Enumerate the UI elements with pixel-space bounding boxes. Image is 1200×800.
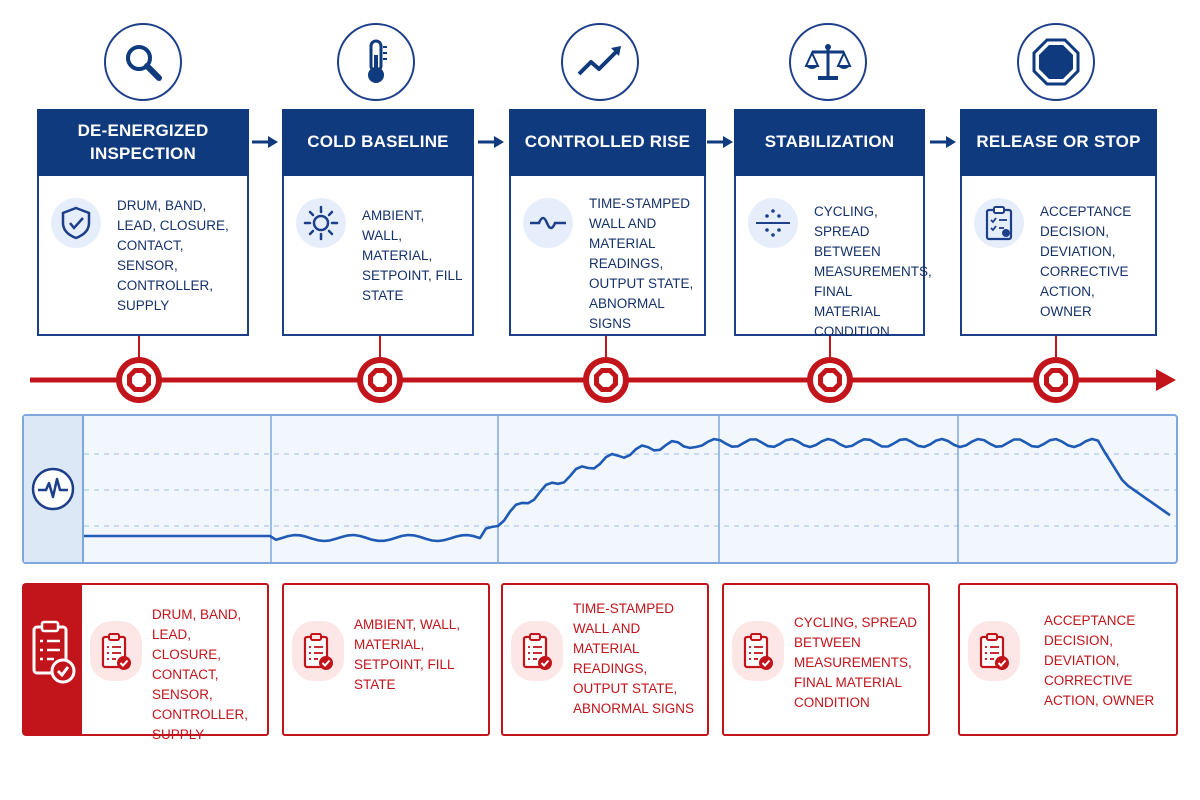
trace-panel <box>22 414 1178 564</box>
trend-up-icon <box>561 23 639 101</box>
clipboard-check-icon <box>292 621 344 681</box>
arrow-right-icon <box>478 136 504 148</box>
arrow-right-icon <box>1156 369 1176 391</box>
stage-title: STABILIZATION <box>734 109 925 176</box>
heartbeat-icon <box>31 467 75 511</box>
stage-card: TIME-STAMPED WALL AND MATERIAL READINGS,… <box>509 176 706 336</box>
waveform-icon <box>523 198 573 248</box>
stop-octagon-icon <box>357 357 403 403</box>
stage-title: CONTROLLED RISE <box>509 109 706 176</box>
stage-card: DRUM, BAND, LEAD, CLOSURE, CONTACT, SENS… <box>37 176 249 336</box>
stop-octagon-icon <box>1017 23 1095 101</box>
dotted-divider-icon <box>748 198 798 248</box>
stage-items: ACCEPTANCE DECISION, DEVIATION, CORRECTI… <box>1040 204 1132 319</box>
trace-plot <box>84 416 1176 562</box>
stage-title: DE-ENERGIZED INSPECTION <box>37 109 249 176</box>
stage-title: COLD BASELINE <box>282 109 474 176</box>
record-card: ACCEPTANCE DECISION, DEVIATION, CORRECTI… <box>958 583 1178 736</box>
stage-items: CYCLING, SPREAD BETWEEN MEASUREMENTS, FI… <box>814 204 932 339</box>
clipboard-check-icon <box>511 621 563 681</box>
record-card: DRUM, BAND, LEAD, CLOSURE, CONTACT, SENS… <box>82 583 269 742</box>
clipboard-check-icon <box>732 621 784 681</box>
stage-card: CYCLING, SPREAD BETWEEN MEASUREMENTS, FI… <box>734 176 932 339</box>
records-sidebar <box>22 583 82 736</box>
stop-octagon-icon <box>1033 357 1079 403</box>
arrow-right-icon <box>252 136 278 148</box>
arrow-right-icon <box>930 136 956 148</box>
stop-octagon-icon <box>583 357 629 403</box>
stage-title: RELEASE OR STOP <box>960 109 1157 176</box>
record-text: AMBIENT, WALL, MATERIAL, SETPOINT, FILL … <box>354 617 461 692</box>
trace-line <box>84 437 1171 543</box>
record-card: AMBIENT, WALL, MATERIAL, SETPOINT, FILL … <box>282 583 490 736</box>
shield-check-icon <box>51 198 101 248</box>
arrow-right-icon <box>707 136 733 148</box>
clipboard-check-icon <box>968 621 1020 681</box>
stop-octagon-icon <box>807 357 853 403</box>
record-card: CYCLING, SPREAD BETWEEN MEASUREMENTS, FI… <box>722 583 930 736</box>
stage-card: AMBIENT, WALL, MATERIAL, SETPOINT, FILL … <box>282 176 474 336</box>
balance-scale-icon <box>789 23 867 101</box>
magnifier-icon <box>104 23 182 101</box>
sun-icon <box>296 198 346 248</box>
stage-items: AMBIENT, WALL, MATERIAL, SETPOINT, FILL … <box>362 208 463 303</box>
stage-card: ACCEPTANCE DECISION, DEVIATION, CORRECTI… <box>960 176 1157 336</box>
thermometer-icon <box>337 23 415 101</box>
stage-items: DRUM, BAND, LEAD, CLOSURE, CONTACT, SENS… <box>117 198 229 313</box>
record-card: TIME-STAMPED WALL AND MATERIAL READINGS,… <box>501 583 709 736</box>
record-text: TIME-STAMPED WALL AND MATERIAL READINGS,… <box>573 601 695 716</box>
record-text: ACCEPTANCE DECISION, DEVIATION, CORRECTI… <box>1044 613 1155 708</box>
record-text: DRUM, BAND, LEAD, CLOSURE, CONTACT, SENS… <box>152 607 249 742</box>
stop-octagon-icon <box>116 357 162 403</box>
stage-items: TIME-STAMPED WALL AND MATERIAL READINGS,… <box>589 196 694 331</box>
clipboard-check-icon <box>90 621 142 681</box>
record-text: CYCLING, SPREAD BETWEEN MEASUREMENTS, FI… <box>794 615 918 710</box>
clipboard-check-icon <box>32 620 76 684</box>
trace-sidebar <box>24 416 84 562</box>
clipboard-checklist-icon <box>974 198 1024 248</box>
